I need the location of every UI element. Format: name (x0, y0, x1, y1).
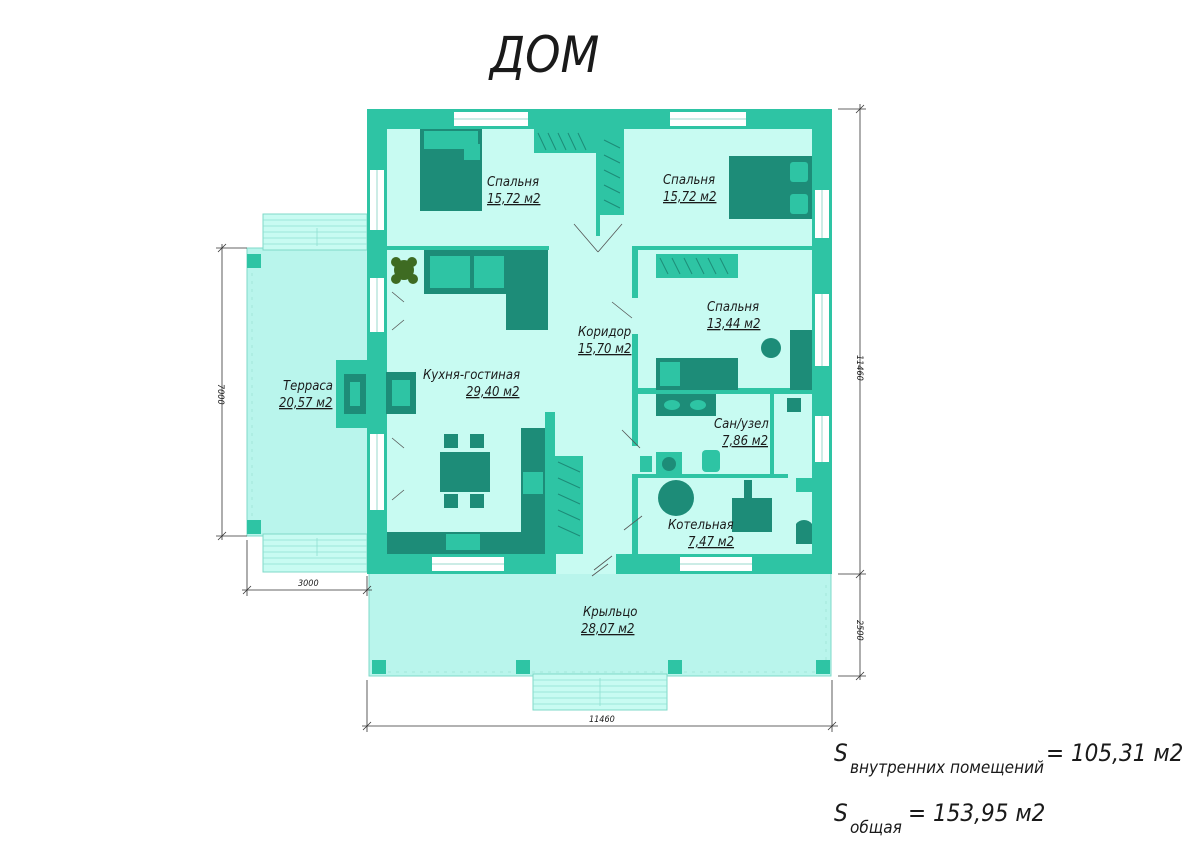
plan-title: ДОМ (488, 26, 599, 84)
svg-text:общая: общая (850, 818, 902, 838)
dim-porch-depth: 2500 (854, 620, 864, 641)
svg-text:29,40 м2: 29,40 м2 (466, 385, 519, 400)
room-label-bedroom-1: Спальня 15,72 м2 (487, 175, 540, 207)
room-label-corridor: Коридор 15,70 м2 (578, 325, 631, 357)
svg-text:Крыльцо: Крыльцо (583, 605, 637, 620)
svg-text:Спальня: Спальня (663, 173, 715, 188)
svg-text:7,86 м2: 7,86 м2 (722, 434, 768, 449)
svg-text:Терраса: Терраса (283, 379, 333, 394)
room-label-bedroom-3: Спальня 13,44 м2 (707, 300, 760, 332)
dim-house-depth: 11460 (854, 355, 864, 381)
svg-text:S: S (834, 799, 848, 827)
dimension-lines (216, 104, 866, 732)
dim-terrace-width: 3000 (298, 579, 319, 589)
room-label-kitchen-living: Кухня-гостиная 29,40 м2 (423, 368, 520, 400)
svg-text:= 105,31 м2: = 105,31 м2 (1046, 739, 1183, 767)
room-label-bedroom-2: Спальня 15,72 м2 (663, 173, 716, 205)
svg-text:Котельная: Котельная (668, 518, 734, 533)
svg-text:20,57 м2: 20,57 м2 (279, 396, 332, 411)
room-label-porch: Крыльцо 28,07 м2 (581, 605, 637, 637)
area-summary-total: S общая = 153,95 м2 (834, 799, 1045, 838)
svg-text:Сан/узел: Сан/узел (714, 417, 769, 432)
area-summary-inner: S внутренних помещений = 105,31 м2 (834, 739, 1183, 778)
room-label-boiler: Котельная 7,47 м2 (668, 518, 734, 550)
svg-text:7,47 м2: 7,47 м2 (688, 535, 734, 550)
svg-text:S: S (834, 739, 848, 767)
room-label-bathroom: Сан/узел 7,86 м2 (714, 417, 769, 449)
svg-text:15,70 м2: 15,70 м2 (578, 342, 631, 357)
dim-terrace-depth: 7000 (215, 384, 225, 405)
svg-text:= 153,95 м2: = 153,95 м2 (908, 799, 1045, 827)
porch-area (368, 571, 832, 711)
house-body (367, 109, 832, 577)
svg-text:13,44 м2: 13,44 м2 (707, 317, 760, 332)
svg-text:Коридор: Коридор (578, 325, 631, 340)
svg-text:15,72 м2: 15,72 м2 (487, 192, 540, 207)
svg-text:15,72 м2: 15,72 м2 (663, 190, 716, 205)
room-label-terrace: Терраса 20,57 м2 (279, 379, 333, 411)
svg-text:Спальня: Спальня (707, 300, 759, 315)
svg-text:28,07 м2: 28,07 м2 (581, 622, 634, 637)
plant-icon (391, 257, 418, 284)
svg-text:Кухня-гостиная: Кухня-гостиная (423, 368, 520, 383)
svg-text:внутренних помещений: внутренних помещений (850, 758, 1044, 778)
dim-house-width: 11460 (589, 715, 615, 725)
svg-text:Спальня: Спальня (487, 175, 539, 190)
terrace-area (246, 213, 372, 573)
